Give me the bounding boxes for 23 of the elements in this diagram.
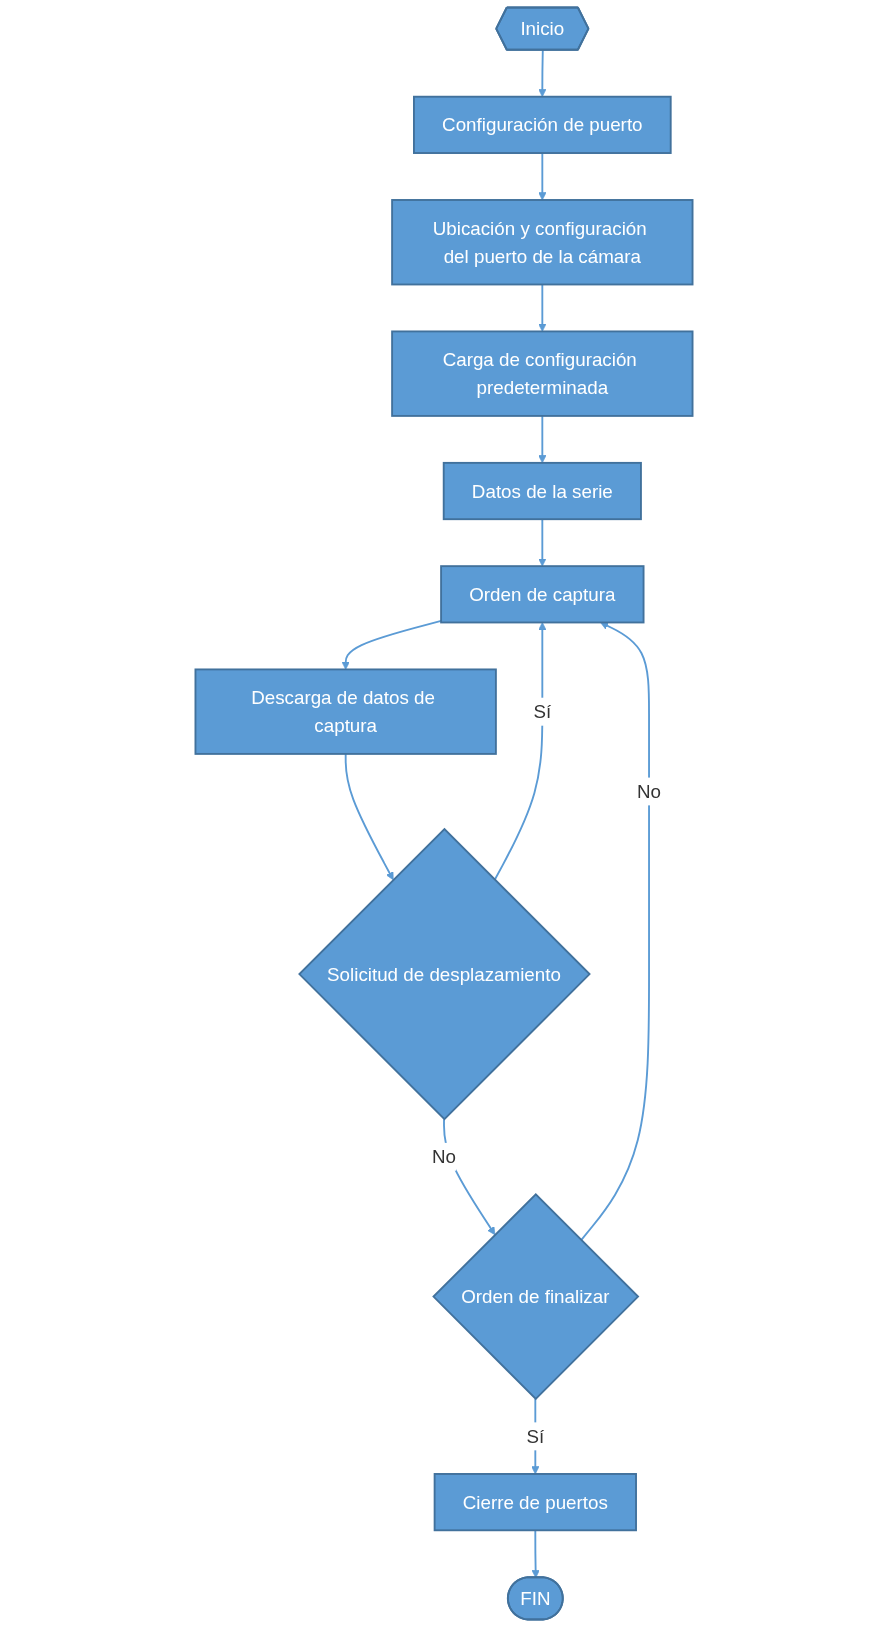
- node-box: Ubicación y configuración del puerto de la cámara: [391, 199, 694, 286]
- arrow: [538, 152, 547, 201]
- node-box: Descarga de datos de captura: [194, 668, 497, 755]
- arrow: [538, 283, 547, 332]
- node-diamond: Solicitud de desplazamiento: [298, 827, 591, 1121]
- node-box: Carga de configuración predeterminada: [391, 330, 694, 417]
- edge-label: No: [431, 1146, 457, 1168]
- edge-label: Sí: [533, 701, 552, 722]
- arrow: [531, 1529, 540, 1579]
- arrow: [538, 415, 547, 464]
- arrow: [344, 752, 394, 881]
- arrow: [538, 49, 547, 98]
- arrow: [493, 622, 547, 881]
- arrow: [580, 622, 650, 1242]
- node-box: Orden de captura: [440, 565, 645, 624]
- edge-label: No: [637, 781, 662, 802]
- node-box: Cierre de puertos: [433, 1473, 637, 1532]
- arrow: [538, 518, 547, 567]
- arrow: [341, 619, 443, 670]
- edge-label: Sí: [526, 1426, 545, 1447]
- node-box: Datos de la serie: [442, 461, 642, 521]
- node-box: Configuración de puerto: [413, 95, 672, 154]
- node-diamond: Orden de finalizar: [432, 1192, 640, 1401]
